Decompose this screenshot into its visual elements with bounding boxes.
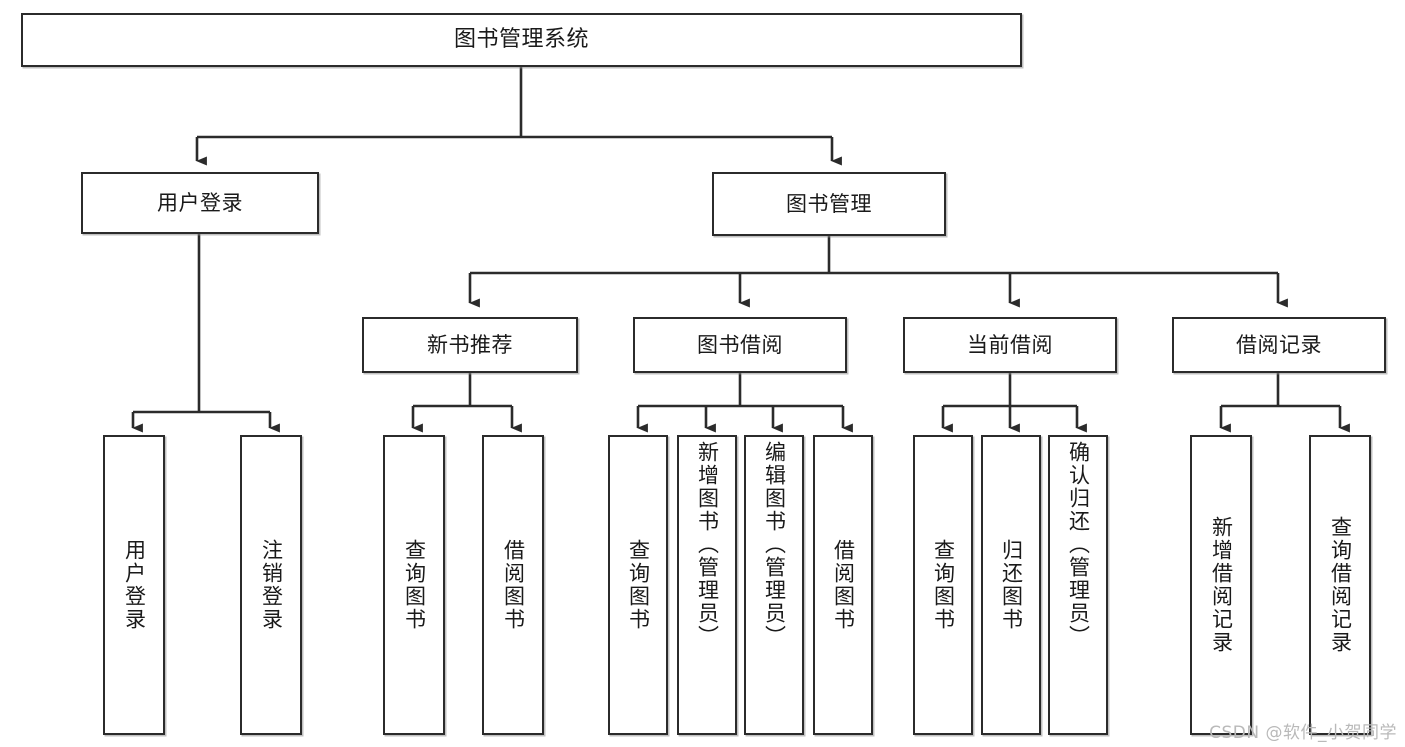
node-root-book-management-system[interactable]: 图书管理系统 xyxy=(21,13,1022,67)
node-label: 当前借阅 xyxy=(967,332,1053,357)
node-label: 用户登录 xyxy=(122,539,147,631)
node-current-borrowing[interactable]: 当前借阅 xyxy=(903,317,1117,373)
node-user-login[interactable]: 用户登录 xyxy=(81,172,319,234)
leaf-node-return-books[interactable]: 归还图书 xyxy=(981,435,1041,735)
node-label: 新增借阅记录 xyxy=(1209,516,1234,654)
leaf-node-logout[interactable]: 注销登录 xyxy=(240,435,302,735)
node-label: 注销登录 xyxy=(259,539,284,631)
node-label: 借阅记录 xyxy=(1236,332,1322,357)
node-label: 新书推荐 xyxy=(427,332,513,357)
node-label: 用户登录 xyxy=(157,190,243,215)
node-label: 归还图书 xyxy=(999,539,1024,631)
node-label: 新增图书（管理员） xyxy=(695,441,720,648)
node-label: 确认归还（管理员） xyxy=(1066,441,1091,648)
node-label: 图书借阅 xyxy=(697,332,783,357)
node-label: 图书管理 xyxy=(786,191,872,216)
node-book-management[interactable]: 图书管理 xyxy=(712,172,946,236)
leaf-node-user-login[interactable]: 用户登录 xyxy=(103,435,165,735)
leaf-node-query-books-borrow[interactable]: 查询图书 xyxy=(608,435,668,735)
node-label: 查询图书 xyxy=(931,539,956,631)
leaf-node-query-borrow-record[interactable]: 查询借阅记录 xyxy=(1309,435,1371,735)
node-label: 图书管理系统 xyxy=(453,27,589,53)
node-label: 查询借阅记录 xyxy=(1328,516,1353,654)
node-label: 查询图书 xyxy=(626,539,651,631)
leaf-node-edit-book-admin[interactable]: 编辑图书（管理员） xyxy=(744,435,804,735)
leaf-node-query-books-current[interactable]: 查询图书 xyxy=(913,435,973,735)
node-label: 借阅图书 xyxy=(831,539,856,631)
leaf-node-borrow-books[interactable]: 借阅图书 xyxy=(813,435,873,735)
node-label: 查询图书 xyxy=(402,539,427,631)
node-label: 编辑图书（管理员） xyxy=(762,441,787,648)
node-new-book-recommendation[interactable]: 新书推荐 xyxy=(362,317,578,373)
watermark-text: CSDN @软件_小贺同学 xyxy=(1209,723,1397,743)
leaf-node-query-books-newbook[interactable]: 查询图书 xyxy=(383,435,445,735)
node-label: 借阅图书 xyxy=(501,539,526,631)
leaf-node-borrow-books-newbook[interactable]: 借阅图书 xyxy=(482,435,544,735)
node-borrowing-records[interactable]: 借阅记录 xyxy=(1172,317,1386,373)
leaf-node-confirm-return-admin[interactable]: 确认归还（管理员） xyxy=(1048,435,1108,735)
leaf-node-add-borrow-record[interactable]: 新增借阅记录 xyxy=(1190,435,1252,735)
leaf-node-add-book-admin[interactable]: 新增图书（管理员） xyxy=(677,435,737,735)
node-book-borrowing[interactable]: 图书借阅 xyxy=(633,317,847,373)
